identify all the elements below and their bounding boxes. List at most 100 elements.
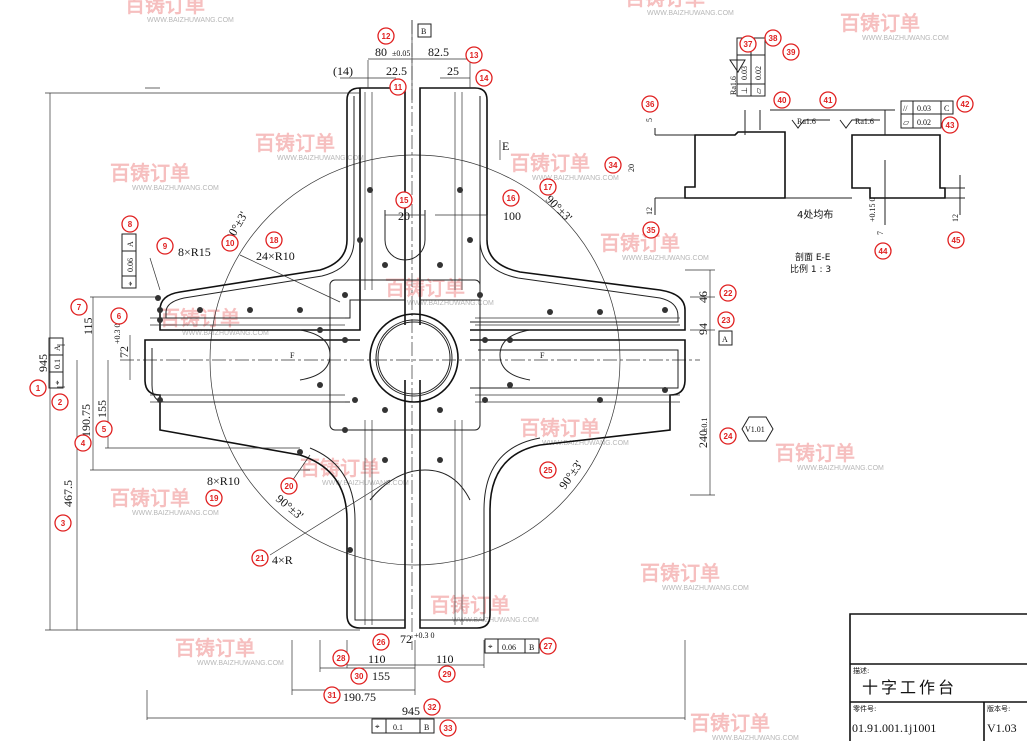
- callout-balloon-22: 22: [719, 284, 737, 302]
- fcf-upper: ⌖ 0.06 A: [121, 233, 137, 289]
- fcf-upper-ref: A: [126, 241, 135, 247]
- svg-text:35: 35: [647, 226, 656, 235]
- cross-table-outline: [144, 87, 686, 629]
- dim-94: 94: [696, 323, 710, 335]
- svg-text:WWW.BAIZHUWANG.COM: WWW.BAIZHUWANG.COM: [542, 440, 629, 447]
- dimension-lines: [45, 20, 715, 720]
- dim-72-bottom-tol: +0.3 0: [414, 631, 435, 640]
- datum-a-label: A: [722, 335, 728, 344]
- svg-text:WWW.BAIZHUWANG.COM: WWW.BAIZHUWANG.COM: [182, 330, 269, 337]
- callout-balloon-39: 39: [782, 43, 800, 61]
- svg-text:百铸订单: 百铸订单: [110, 161, 190, 185]
- callout-balloon-21: 21: [251, 549, 269, 567]
- hole: [477, 292, 483, 298]
- hole: [342, 337, 348, 343]
- dim-945: 945: [36, 354, 50, 372]
- svg-text:1: 1: [36, 384, 41, 393]
- svg-text:12: 12: [382, 32, 391, 41]
- dim-100: 100: [503, 209, 521, 223]
- svg-text:38: 38: [769, 34, 778, 43]
- svg-text:40: 40: [778, 96, 787, 105]
- svg-text:WWW.BAIZHUWANG.COM: WWW.BAIZHUWANG.COM: [712, 735, 799, 741]
- sec-dim-12-right: 12: [951, 214, 960, 222]
- svg-text:百铸订单: 百铸订单: [600, 231, 680, 255]
- version-label: 版本号:: [987, 704, 1010, 713]
- svg-text:WWW.BAIZHUWANG.COM: WWW.BAIZHUWANG.COM: [132, 185, 219, 192]
- callout-balloon-40: 40: [773, 91, 791, 109]
- svg-text:WWW.BAIZHUWANG.COM: WWW.BAIZHUWANG.COM: [147, 17, 234, 24]
- callout-balloon-10: 10: [221, 234, 239, 252]
- dim-110-right: 110: [436, 652, 454, 666]
- hole: [662, 387, 668, 393]
- svg-text:33: 33: [444, 724, 453, 733]
- svg-text:WWW.BAIZHUWANG.COM: WWW.BAIZHUWANG.COM: [132, 510, 219, 517]
- dim-8xr10: 8×R10: [207, 474, 240, 488]
- svg-text:3: 3: [61, 519, 66, 528]
- hole: [597, 309, 603, 315]
- surface-code-hexagon: V1.01: [741, 416, 774, 442]
- view-f-right: F: [540, 351, 545, 360]
- svg-text:百铸订单: 百铸订单: [690, 711, 770, 735]
- svg-text:43: 43: [946, 121, 955, 130]
- hole: [157, 397, 163, 403]
- callout-balloon-2: 2: [51, 393, 69, 411]
- svg-text:11: 11: [394, 83, 403, 92]
- dim-72: 72: [117, 346, 131, 358]
- dim-20: 20: [398, 209, 410, 223]
- flat2-tol: 0.02: [917, 118, 931, 127]
- dimension-texts: 80 ±0.05 82.5 (14) 22.5 25 20 100 8×R15 …: [36, 45, 710, 718]
- dim-25: 25: [447, 64, 459, 78]
- title-block: 描述: 十字工作台 零件号: 01.91.001.1j1001 版本号: V1.…: [849, 613, 1027, 741]
- hole: [247, 307, 253, 313]
- callout-balloon-27: 27: [539, 637, 557, 655]
- callout-balloon-38: 38: [764, 29, 782, 47]
- hole: [197, 307, 203, 313]
- svg-text:37: 37: [744, 40, 753, 49]
- dim-467-5: 467.5: [61, 480, 75, 507]
- position-symbol: ⌖: [488, 642, 493, 651]
- svg-text:WWW.BAIZHUWANG.COM: WWW.BAIZHUWANG.COM: [647, 10, 734, 17]
- callout-balloon-29: 29: [438, 665, 456, 683]
- hole: [482, 397, 488, 403]
- par-ref: C: [944, 104, 949, 113]
- svg-text:4: 4: [81, 439, 86, 448]
- svg-text:9: 9: [163, 242, 168, 251]
- svg-text:8: 8: [128, 220, 133, 229]
- hole: [457, 187, 463, 193]
- angle-4: 90°±3': [273, 492, 306, 523]
- dim-8xr15: 8×R15: [178, 245, 211, 259]
- view-f-left: F: [290, 351, 295, 360]
- fcf-left-tol: 0.1: [53, 359, 62, 369]
- callout-balloon-19: 19: [205, 489, 223, 507]
- fcf-left: ⌖ 0.1 A: [48, 337, 64, 389]
- hole: [507, 382, 513, 388]
- callout-balloon-34: 34: [604, 156, 622, 174]
- section-note: 4处均布: [797, 209, 833, 221]
- part-number: 01.91.001.1j1001: [852, 721, 936, 735]
- svg-text:百铸订单: 百铸订单: [255, 131, 335, 155]
- svg-text:19: 19: [210, 494, 219, 503]
- svg-text:百铸订单: 百铸订单: [175, 636, 255, 660]
- section-e-label: E: [502, 139, 509, 153]
- hole: [662, 307, 668, 313]
- callout-balloon-4: 4: [74, 434, 92, 452]
- svg-text:百铸订单: 百铸订单: [625, 0, 705, 10]
- hole: [547, 309, 553, 315]
- svg-text:39: 39: [787, 48, 796, 57]
- svg-text:百铸订单: 百铸订单: [110, 486, 190, 510]
- section-e-e: ⊥ 0.03 C ▱ 0.02 Ra1.6 Ra1.6 Ra1.6 // 0.0…: [627, 37, 965, 275]
- svg-text:WWW.BAIZHUWANG.COM: WWW.BAIZHUWANG.COM: [407, 300, 494, 307]
- hole: [482, 337, 488, 343]
- svg-text:31: 31: [328, 691, 337, 700]
- callout-balloon-23: 23: [717, 311, 735, 329]
